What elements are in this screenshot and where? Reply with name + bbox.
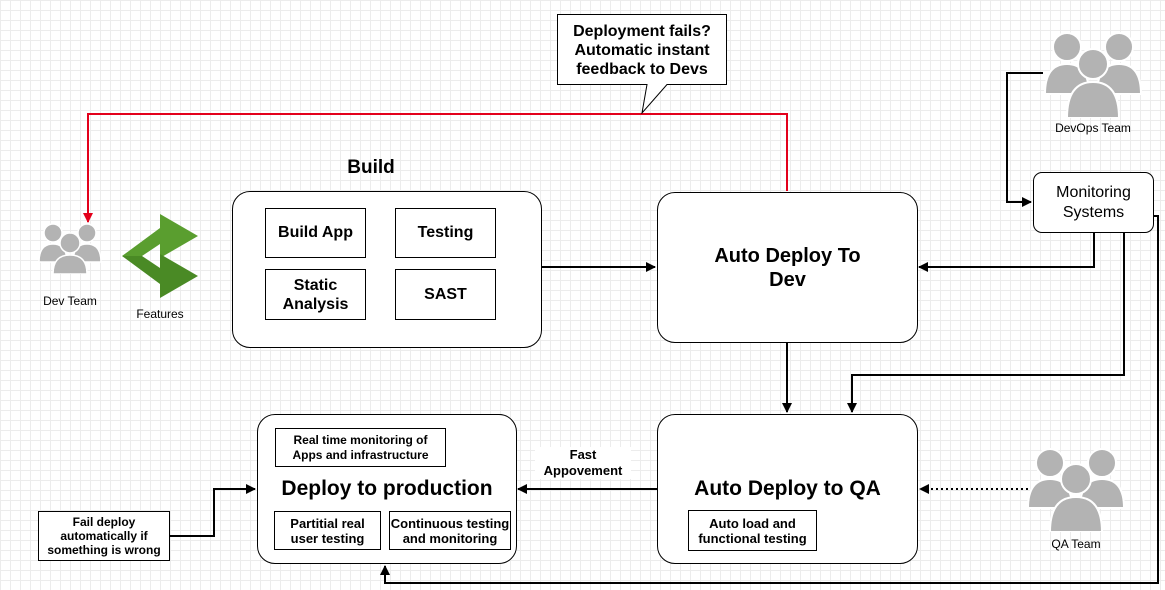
auto-deploy-dev-label-2: Dev [769, 268, 806, 291]
monitoring-label-2: Systems [1062, 203, 1125, 221]
features-label: Features [136, 307, 184, 321]
auto-load-label-2: functional testing [698, 530, 807, 546]
continuous-testing-label-1: Continuous testing [390, 515, 510, 531]
devops-team-icon [1043, 30, 1143, 123]
build-title: Build [347, 157, 395, 178]
continuous-testing-label-2: and monitoring [402, 530, 498, 546]
devops-team-label: DevOps Team [1055, 121, 1131, 135]
fail-deploy-label-3: something is wrong [47, 543, 161, 557]
realtime-monitoring-label-1: Real time monitoring of [293, 432, 428, 447]
realtime-monitoring-box[interactable]: Real time monitoring of Apps and infrast… [275, 428, 446, 467]
callout-line-3: feedback to Devs [576, 61, 708, 78]
partial-testing-label-2: user testing [290, 530, 365, 546]
continuous-testing-box[interactable]: Continuous testing and monitoring [389, 511, 511, 550]
auto-load-testing-box[interactable]: Auto load and functional testing [688, 510, 817, 551]
feedback-line [83, 113, 788, 223]
monitoring-to-dev-arrow [918, 233, 1095, 272]
build-app-label: Build App [278, 224, 353, 241]
dev-team-label: Dev Team [43, 294, 97, 308]
callout-line-1: Deployment fails? [573, 23, 711, 40]
dev-team-icon [37, 222, 103, 279]
callout-line-2: Automatic instant [574, 42, 710, 59]
sast-label: SAST [424, 285, 467, 303]
feedback-callout: Deployment fails? Automatic instant feed… [557, 14, 727, 114]
auto-load-label-1: Auto load and [709, 515, 796, 531]
monitoring-systems[interactable]: Monitoring Systems [1033, 172, 1154, 233]
partial-user-testing-box[interactable]: Partitial real user testing [274, 511, 381, 550]
callout-shape [557, 14, 727, 114]
static-analysis-label-2: Analysis [282, 295, 349, 313]
fail-deploy-label-2: automatically if [60, 529, 148, 543]
monitoring-label-1: Monitoring [1056, 183, 1131, 201]
fast-approval-label: Fast Appovement [535, 447, 631, 479]
deploy-production-title: Deploy to production [281, 477, 493, 500]
features-icon [120, 214, 200, 303]
testing-label: Testing [417, 224, 474, 241]
fail-deploy-label-1: Fail deploy [72, 515, 136, 529]
devops-to-monitoring-arrow [1006, 72, 1043, 207]
build-app-step[interactable]: Build App [265, 208, 366, 258]
fail-deploy-box[interactable]: Fail deploy automatically if something i… [38, 511, 170, 561]
auto-deploy-dev-stage[interactable]: Auto Deploy To Dev [657, 192, 918, 343]
qa-team-label: QA Team [1051, 537, 1101, 551]
testing-step[interactable]: Testing [395, 208, 496, 258]
fast-approval-line-2: Appovement [543, 463, 623, 478]
sast-step[interactable]: SAST [395, 269, 496, 320]
auto-deploy-qa-title: Auto Deploy to QA [694, 477, 881, 500]
monitoring-to-prod-arrow [380, 215, 1159, 584]
monitoring-to-qa-arrow [847, 233, 1125, 413]
qa-team-icon [1026, 446, 1126, 537]
static-analysis-step[interactable]: Static Analysis [265, 269, 366, 320]
fail-to-prod-arrow [170, 484, 256, 537]
realtime-monitoring-label-2: Apps and infrastructure [292, 447, 429, 462]
fast-approval-line-1: Fast [569, 447, 597, 462]
partial-testing-label-1: Partitial real [290, 515, 365, 531]
static-analysis-label-1: Static [293, 276, 338, 294]
auto-deploy-dev-label-1: Auto Deploy To [714, 244, 861, 267]
